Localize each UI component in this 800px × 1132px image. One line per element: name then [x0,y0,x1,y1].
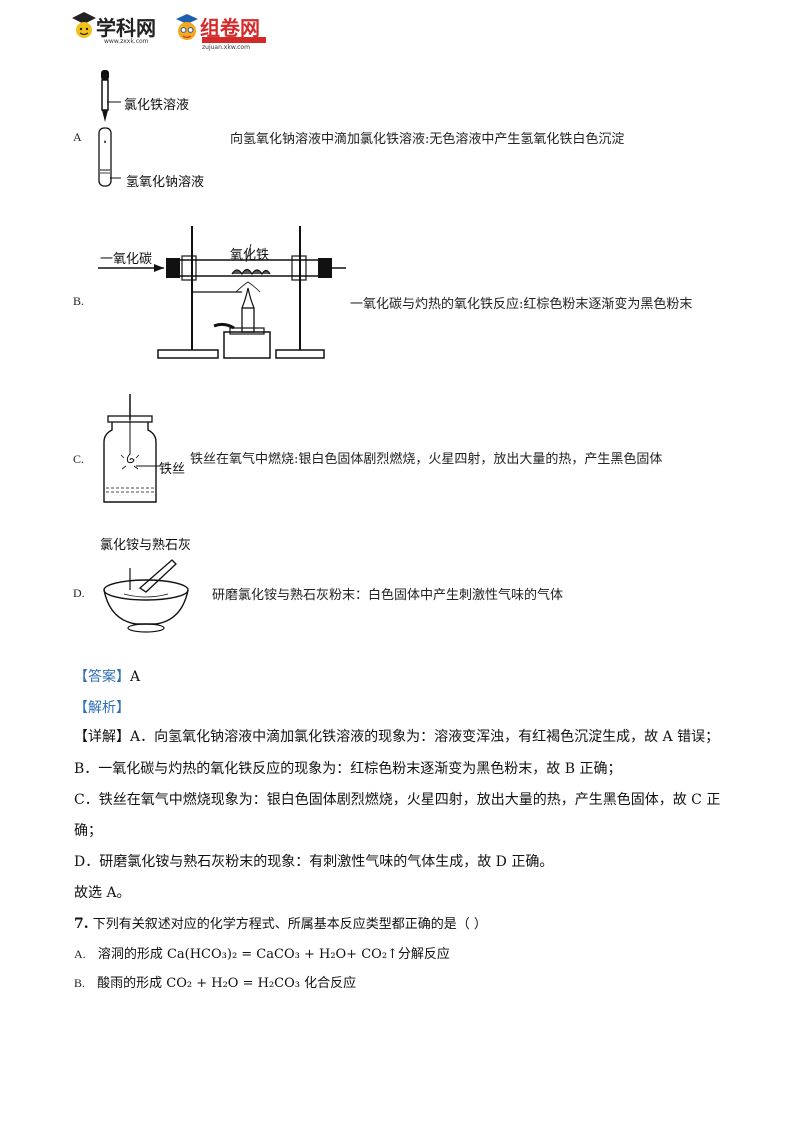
question-7-number: 7. [74,916,89,932]
logo-xuekewang-url: www.zxxk.com [104,38,149,45]
logo-zujuan-url: zujuan.xkw.com [202,44,250,51]
detail-line-3: C．铁丝在氧气中燃烧现象为：银白色固体剧烈燃烧，火星四射，放出大量的热，产生黑色… [74,792,721,808]
question-7-text: 下列有关叙述对应的化学方程式、所属基本反应类型都正确的是（ ） [92,917,487,932]
analysis-tag: 【解析】 [74,700,130,716]
detail-line-4: 确； [74,823,102,839]
option-a-text: 向氢氧化钠溶液中滴加氯化铁溶液:无色溶液中产生氢氧化铁白色沉淀 [230,132,625,147]
option-c-letter: C. [73,452,85,466]
option-a: 氯化铁溶液 氢氧化钠溶液 A 向氢氧化钠溶液中滴加氯化铁溶液:无色溶液中产生氢氧… [0,60,800,200]
detail-line-1: 【详解】A．向氢氧化钠溶液中滴加氯化铁溶液的现象为：溶液变浑浊，有红褐色沉淀生成… [74,726,719,746]
label-iron-wire: 铁丝 [159,462,186,477]
detail-line-5: D．研磨氯化铵与熟石灰粉末的现象：有刺激性气味的气体生成，故 D 正确。 [74,854,554,870]
mortar-pestle-diagram [103,559,189,633]
option-c: 铁丝 C. 铁丝在氧气中燃烧:银白色固体剧烈燃烧，火星四射，放出大量的热，产生黑… [0,390,800,510]
logo-zujuanwang: 组卷网 [200,16,260,40]
label-ferric-chloride: 氯化铁溶液 [124,98,190,113]
detail-line-6: 故选 A。 [74,885,131,901]
dropper-test-tube-diagram [98,70,121,187]
q7-option-a-letter: A. [74,947,86,961]
option-d: 氯化铵与熟石灰 D. 研磨氯化铵与熟石灰粉末：白色固体中产生刺激性气味的气体 [0,532,800,642]
question-7-option-b: B. 酸雨的形成 CO₂ + H₂O = H₂CO₃ 化合反应 [74,972,356,991]
option-b: 一氧化碳 氧化铁 B. 一氧化碳与灼热的氧化铁反应:红棕色粉末逐渐变为黑色粉末 [0,220,800,370]
analysis-row: 【解析】 [74,697,130,717]
graduate-cap-logo-icon [72,12,96,38]
label-ammonium-chloride-lime: 氯化铵与熟石灰 [100,538,192,553]
option-d-letter: D. [73,586,85,600]
option-b-text: 一氧化碳与灼热的氧化铁反应:红棕色粉末逐渐变为黑色粉末 [350,297,693,312]
q7-option-b-letter: B. [74,976,86,990]
detail-text-1: A．向氢氧化钠溶液中滴加氯化铁溶液的现象为：溶液变浑浊，有红褐色沉淀生成，故 A… [130,729,720,745]
option-a-letter: A [73,130,82,144]
q7-option-b-text: 酸雨的形成 CO₂ + H₂O = H₂CO₃ 化合反应 [97,976,357,991]
label-carbon-monoxide: 一氧化碳 [100,252,153,267]
answer-row: 【答案】A [74,666,140,686]
co-reduction-apparatus-diagram [98,226,346,359]
logo-zujuan-bar [202,37,266,43]
detail-tag: 【详解】 [74,729,130,745]
option-b-letter: B. [73,294,85,308]
question-7-stem: 7. 下列有关叙述对应的化学方程式、所属基本反应类型都正确的是（ ） [74,913,487,932]
q7-option-a-text: 溶洞的形成 Ca(HCO₃)₂ = CaCO₃ + H₂O+ CO₂↑分解反应 [97,947,450,962]
option-c-text: 铁丝在氧气中燃烧:银白色固体剧烈燃烧，火星四射，放出大量的热，产生黑色固体 [190,452,663,467]
zujuan-mascot-icon [176,14,198,40]
gas-jar-iron-wire-diagram [103,394,160,503]
label-iron-oxide: 氧化铁 [230,248,270,263]
logo-xuekewang: 学科网 [96,16,156,40]
answer-value: A [130,669,141,685]
question-7-option-a: A. 溶洞的形成 Ca(HCO₃)₂ = CaCO₃ + H₂O+ CO₂↑分解… [74,943,450,962]
option-d-text: 研磨氯化铵与熟石灰粉末：白色固体中产生刺激性气味的气体 [212,588,564,603]
answer-tag: 【答案】 [74,669,130,685]
header-logos: 学科网 www.zxxk.com 组卷网 zujuan.xkw.com [70,10,280,51]
detail-line-2: B．一氧化碳与灼热的氧化铁反应的现象为：红棕色粉末逐渐变为黑色粉末，故 B 正确… [74,761,622,777]
label-sodium-hydroxide: 氢氧化钠溶液 [126,175,205,190]
